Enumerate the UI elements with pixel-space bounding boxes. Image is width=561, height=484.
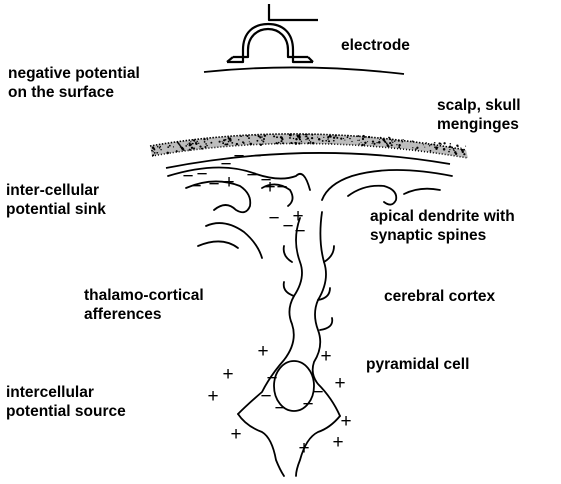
minus-sign: − bbox=[246, 165, 257, 186]
label-scalp-line-2: menginges bbox=[437, 115, 521, 134]
label-source-line-2: potential source bbox=[6, 402, 126, 421]
plus-sign: + bbox=[222, 364, 233, 385]
label-source-line-1: intercellular bbox=[6, 383, 126, 402]
label-electrode: electrode bbox=[341, 36, 410, 55]
minus-sign: − bbox=[233, 146, 244, 167]
label-potential-source: intercellular potential source bbox=[6, 383, 126, 421]
plus-sign: + bbox=[340, 411, 351, 432]
label-scalp-skull: scalp, skull menginges bbox=[437, 96, 521, 134]
label-potential-sink: inter-cellular potential sink bbox=[6, 181, 106, 219]
label-sink-line-1: inter-cellular bbox=[6, 181, 106, 200]
minus-sign: − bbox=[208, 174, 219, 195]
label-pyramidal-cell: pyramidal cell bbox=[366, 355, 469, 374]
label-apical-line-1: apical dendrite with bbox=[370, 207, 515, 226]
plus-sign: + bbox=[230, 424, 241, 445]
label-thalamo-line-2: afferences bbox=[84, 305, 204, 324]
label-cerebral-cortex: cerebral cortex bbox=[384, 287, 495, 306]
label-sink-line-2: potential sink bbox=[6, 200, 106, 219]
plus-sign: + bbox=[207, 386, 218, 407]
plus-sign: + bbox=[332, 432, 343, 453]
plus-sign: + bbox=[264, 177, 275, 198]
plus-sign: + bbox=[223, 172, 234, 193]
plus-sign: + bbox=[320, 346, 331, 367]
label-negative-potential-line-2: on the surface bbox=[8, 83, 140, 102]
plus-sign: + bbox=[257, 341, 268, 362]
minus-sign: − bbox=[294, 221, 305, 242]
label-thalamo-line-1: thalamo-cortical bbox=[84, 286, 204, 305]
label-electrode-line: electrode bbox=[341, 36, 410, 55]
minus-sign: − bbox=[268, 208, 279, 229]
plus-sign: + bbox=[334, 373, 345, 394]
label-apical-line-2: synaptic spines bbox=[370, 226, 515, 245]
plus-sign: + bbox=[298, 438, 309, 459]
label-thalamo-cortical: thalamo-cortical afferences bbox=[84, 286, 204, 324]
label-scalp-line-1: scalp, skull bbox=[437, 96, 521, 115]
label-apical-dendrite: apical dendrite with synaptic spines bbox=[370, 207, 515, 245]
minus-sign: − bbox=[274, 398, 285, 419]
label-pyramidal-line: pyramidal cell bbox=[366, 355, 469, 374]
electrode-drawing bbox=[227, 4, 318, 62]
minus-sign: − bbox=[250, 146, 261, 167]
skull-band bbox=[150, 134, 468, 158]
scalp-surface-line bbox=[204, 67, 404, 74]
minus-sign: − bbox=[276, 177, 287, 198]
minus-sign: − bbox=[282, 216, 293, 237]
minus-sign: − bbox=[190, 176, 201, 197]
minus-sign: − bbox=[312, 382, 323, 403]
label-negative-potential-line-1: negative potential bbox=[8, 64, 140, 83]
label-negative-potential: negative potential on the surface bbox=[8, 64, 140, 102]
label-cortex-line: cerebral cortex bbox=[384, 287, 495, 306]
meninges-line bbox=[166, 153, 450, 168]
minus-sign: − bbox=[260, 386, 271, 407]
